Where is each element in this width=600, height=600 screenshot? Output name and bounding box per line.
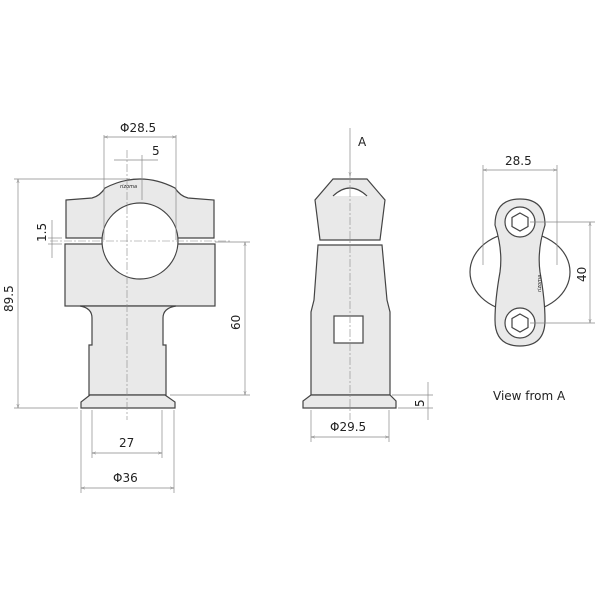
dim-clamp-diameter: Φ28.5 [120, 121, 156, 135]
view-arrow-label: A [358, 135, 367, 149]
dim-base-diameter: Φ36 [113, 471, 138, 485]
dim-total-height: 89.5 [2, 285, 16, 312]
dim-gap: 1.5 [35, 223, 49, 242]
dim-height-to-base: 60 [229, 315, 243, 330]
top-view: rizoma 28.5 40 View from A [469, 154, 595, 403]
dim-flange-height: 5 [413, 399, 427, 407]
dim-top-width: 28.5 [505, 154, 532, 168]
front-base-flange [80, 394, 176, 409]
dim-bolt-spacing: 40 [575, 267, 589, 282]
side-flat [333, 315, 364, 344]
side-base-flange [302, 394, 397, 409]
front-view: rizoma Φ28.5 5 89.5 1.5 60 27 Φ36 [2, 121, 250, 493]
dim-side-base-diameter: Φ29.5 [330, 420, 366, 434]
top-logo: rizoma [537, 275, 543, 292]
view-caption: View from A [493, 389, 566, 403]
top-cap-outline [494, 198, 546, 347]
front-neck [79, 305, 177, 396]
side-view: A Φ29.5 5 [302, 128, 433, 442]
front-logo: rizoma [120, 184, 137, 190]
dim-offset: 5 [152, 144, 160, 158]
dim-stem-width: 27 [119, 436, 134, 450]
